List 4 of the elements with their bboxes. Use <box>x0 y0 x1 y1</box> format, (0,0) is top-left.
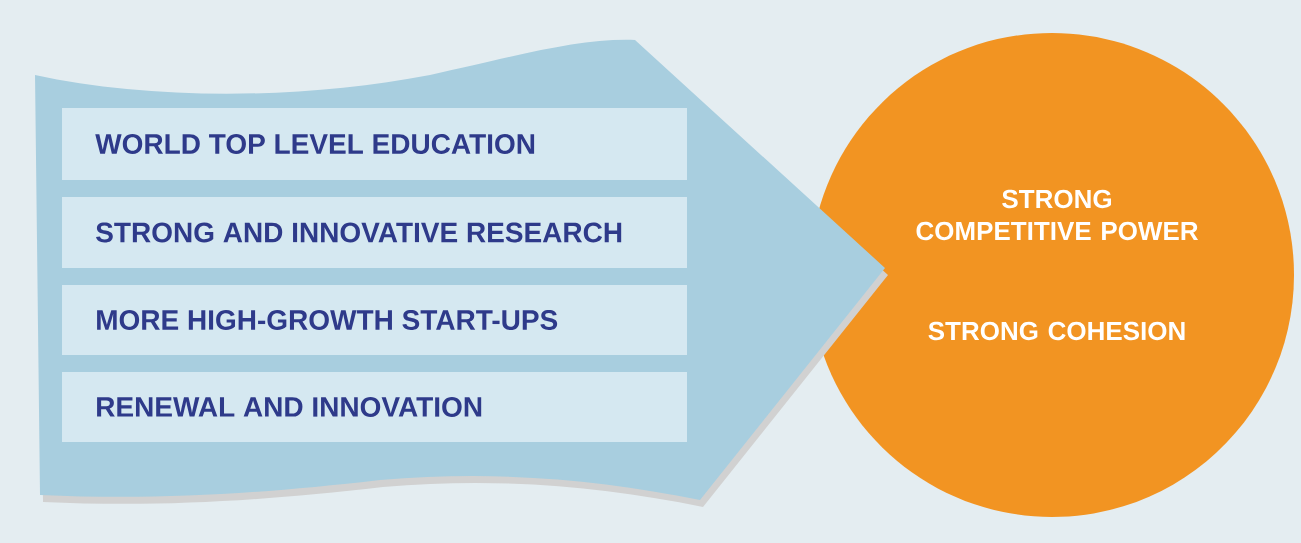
text-box: WORLD TOP LEVEL EDUCATION <box>62 108 687 180</box>
text-box: STRONG AND INNOVATIVE RESEARCH <box>62 197 687 268</box>
text-box: RENEWAL AND INNOVATION <box>62 372 687 442</box>
text-box: MORE HIGH-GROWTH START-UPS <box>62 285 687 355</box>
